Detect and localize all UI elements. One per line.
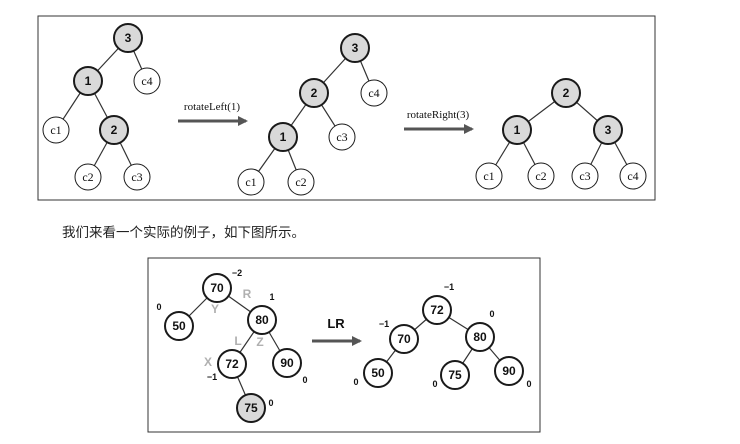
lr-label: LR	[327, 316, 345, 331]
node-label: c2	[535, 169, 546, 183]
tree-node-1	[502, 115, 532, 145]
node-label: 2	[111, 123, 118, 137]
side-label: R	[243, 287, 252, 301]
node-label: 1	[85, 74, 92, 88]
side-label: Y	[211, 302, 219, 316]
avl-node-50	[164, 311, 194, 341]
leaf-c4	[619, 162, 647, 190]
leaf-c3	[123, 163, 151, 191]
node-label: c2	[295, 175, 306, 189]
figure1-trees: 3 1 c4 c1 2 c2 c3 3 2 c4 1 c3 c1 c2 2 1 3 c1 c2 c3 c4	[42, 23, 647, 196]
caption-text: 我们来看一个实际的例子，如下图所示。	[62, 225, 305, 241]
avl-node-90	[494, 356, 524, 386]
avl-node-75	[440, 360, 470, 390]
leaf-c1	[475, 162, 503, 190]
node-label: 2	[563, 86, 570, 100]
tree-node-1	[268, 122, 298, 152]
tree-2: 3 2 c4 1 c3 c1 c2	[237, 33, 388, 196]
node-label: c4	[627, 169, 638, 183]
avl-node-72	[422, 295, 452, 325]
tree-node-2	[551, 78, 581, 108]
side-label: L	[234, 334, 241, 348]
node-label: 50	[172, 319, 186, 333]
node-label: c1	[483, 169, 494, 183]
tree-node-3	[340, 33, 370, 63]
leaf-c2	[527, 162, 555, 190]
leaf-c1	[42, 116, 70, 144]
avl-tree-1: 70 −2 50 0 80 1 72 −1 90 0 75 0 R Y L Z X	[156, 268, 308, 423]
node-label: 80	[255, 313, 269, 327]
balance-factor: 0	[489, 309, 494, 319]
avl-node-50	[363, 358, 393, 388]
node-label: 3	[352, 41, 359, 55]
avl-node-70	[202, 273, 232, 303]
balance-factor: 0	[268, 398, 273, 408]
node-label: c4	[141, 74, 152, 88]
balance-factor: 0	[526, 379, 531, 389]
avl-tree-2: 72 −1 70 −1 80 0 50 0 75 0 90 0	[353, 282, 532, 390]
balance-factor: −1	[444, 282, 454, 292]
balance-factor: 0	[156, 302, 161, 312]
balance-factor: 1	[269, 292, 274, 302]
node-label: 72	[430, 303, 444, 317]
node-label: 70	[210, 281, 224, 295]
node-label: c1	[50, 123, 61, 137]
node-label: c3	[336, 130, 347, 144]
balance-factor: −2	[232, 268, 242, 278]
balance-factor: 0	[302, 375, 307, 385]
leaf-c4	[133, 67, 161, 95]
tree-node-1	[73, 66, 103, 96]
avl-node-70	[389, 324, 419, 354]
node-label: c1	[245, 175, 256, 189]
tree-1: 3 1 c4 c1 2 c2 c3	[42, 23, 161, 191]
node-label: c3	[579, 169, 590, 183]
tree-3: 2 1 3 c1 c2 c3 c4	[475, 78, 647, 190]
rotate-right-label: rotateRight(3)	[407, 109, 470, 121]
node-label: c2	[82, 170, 93, 184]
balance-factor: 0	[353, 377, 358, 387]
node-label: 75	[244, 401, 258, 415]
node-label: 90	[280, 356, 294, 370]
leaf-c3	[328, 123, 356, 151]
balance-factor: −1	[379, 319, 389, 329]
node-label: c3	[131, 170, 142, 184]
leaf-c2	[74, 163, 102, 191]
node-label: 80	[473, 330, 487, 344]
node-label: 1	[280, 130, 287, 144]
avl-node-80	[465, 322, 495, 352]
tree-node-3	[113, 23, 143, 53]
leaf-c2	[287, 168, 315, 196]
side-label: Z	[256, 335, 263, 349]
avl-node-72	[217, 349, 247, 379]
leaf-c3	[571, 162, 599, 190]
figure2-frame	[147, 257, 541, 433]
node-label: 75	[448, 368, 462, 382]
tree-node-3	[593, 115, 623, 145]
balance-factor: 0	[432, 379, 437, 389]
side-label: X	[204, 355, 212, 369]
node-label: 3	[125, 31, 132, 45]
node-label: 72	[225, 357, 239, 371]
leaf-c1	[237, 168, 265, 196]
node-label: 2	[311, 86, 318, 100]
node-label: 70	[397, 332, 411, 346]
leaf-c4	[360, 79, 388, 107]
node-label: 90	[502, 364, 516, 378]
balance-factor: −1	[207, 372, 217, 382]
node-label: 1	[514, 123, 521, 137]
node-label: 50	[371, 366, 385, 380]
tree-node-2	[99, 115, 129, 145]
node-label: 3	[605, 123, 612, 137]
avl-node-80	[247, 305, 277, 335]
figure1-frame	[37, 15, 656, 201]
avl-node-75	[236, 393, 266, 423]
avl-node-90	[272, 348, 302, 378]
rotate-left-label: rotateLeft(1)	[184, 101, 241, 113]
tree-node-2	[299, 78, 329, 108]
node-label: c4	[368, 86, 379, 100]
